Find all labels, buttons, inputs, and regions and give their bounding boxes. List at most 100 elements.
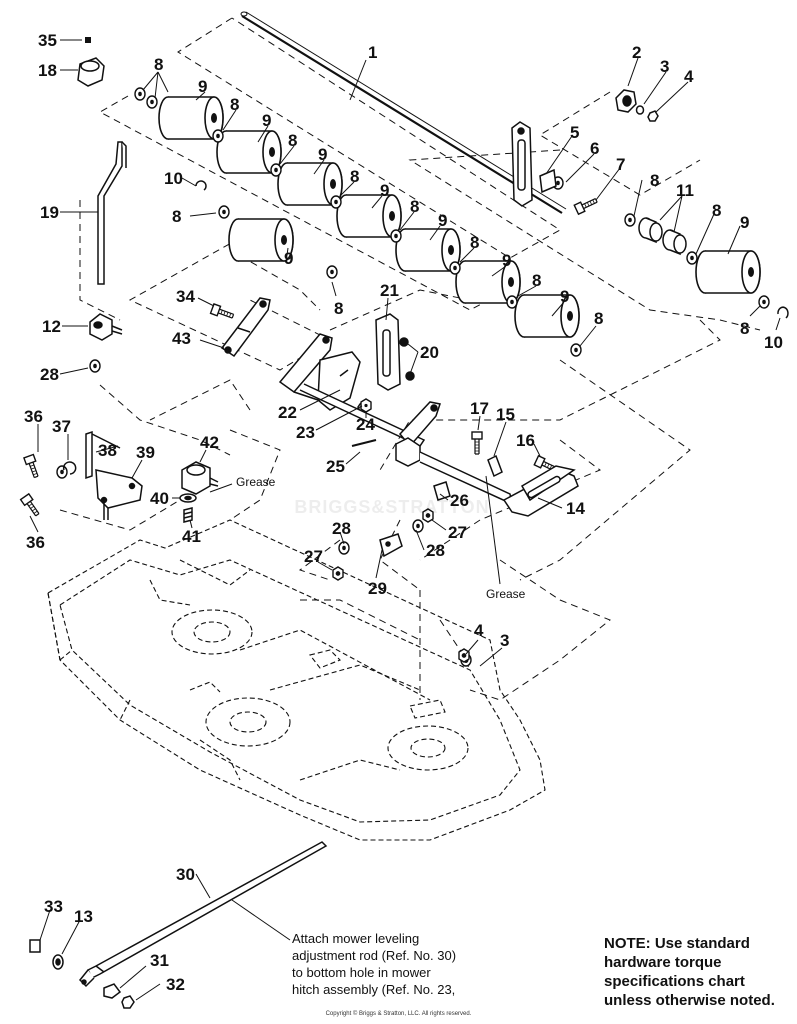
- callout-9: 9: [502, 251, 511, 270]
- callout-4: 4: [474, 621, 484, 640]
- assembly-guide-lines: [59, 17, 761, 701]
- attach-line-1: Attach mower leveling: [292, 931, 420, 946]
- grease-fitting-assembly: [179, 461, 219, 523]
- callout-19: 19: [40, 203, 59, 222]
- callout-35: 35: [38, 31, 57, 50]
- callout-9: 9: [380, 181, 389, 200]
- callout-27: 27: [448, 523, 467, 542]
- callout-28: 28: [426, 541, 445, 560]
- note-line-4: unless otherwise noted.: [604, 992, 775, 1009]
- attach-line-4: hitch assembly (Ref. No. 23,: [292, 982, 456, 997]
- callout-8: 8: [334, 299, 343, 318]
- callout-8: 8: [410, 197, 419, 216]
- callout-33: 33: [44, 897, 63, 916]
- callout-9: 9: [284, 249, 293, 268]
- callout-27: 27: [304, 547, 323, 566]
- callout-9: 9: [740, 213, 749, 232]
- callout-13: 13: [74, 907, 93, 926]
- grease-label-left: Grease: [236, 475, 276, 489]
- mower-deck: [47, 519, 546, 841]
- attach-instruction: Attach mower leveling adjustment rod (Re…: [292, 930, 502, 998]
- watermark: BRIGGS&STRATTON: [294, 497, 490, 517]
- bracket-hardware-27-29: [332, 508, 472, 667]
- callout-3: 3: [500, 631, 509, 650]
- callout-36: 36: [24, 407, 43, 426]
- callout-8: 8: [594, 309, 603, 328]
- callout-22: 22: [278, 403, 297, 422]
- callout-1: 1: [368, 43, 377, 62]
- callout-8: 8: [172, 207, 181, 226]
- leader-lines: [29, 39, 781, 1001]
- callout-12: 12: [42, 317, 61, 336]
- retaining-clips: [195, 180, 789, 319]
- grease-label-right: Grease: [486, 587, 526, 601]
- callout-23: 23: [296, 423, 315, 442]
- callout-15: 15: [496, 405, 515, 424]
- callout-8: 8: [470, 233, 479, 252]
- callout-29: 29: [368, 579, 387, 598]
- callout-14: 14: [566, 499, 585, 518]
- note-line-2: hardware torque: [604, 954, 722, 971]
- callout-28: 28: [332, 519, 351, 538]
- callout-40: 40: [150, 489, 169, 508]
- callout-9: 9: [262, 111, 271, 130]
- washers: [56, 87, 770, 555]
- callout-26: 26: [450, 491, 469, 510]
- callout-25: 25: [326, 457, 345, 476]
- callout-18: 18: [38, 61, 57, 80]
- callout-9: 9: [438, 211, 447, 230]
- callout-4: 4: [684, 67, 694, 86]
- hitch-assembly: [278, 333, 426, 447]
- height-adjust-rod: [77, 57, 127, 341]
- callout-34: 34: [176, 287, 195, 306]
- slotted-bracket-5: [511, 121, 557, 207]
- note-line-3: specifications chart: [604, 973, 745, 990]
- callout-21: 21: [380, 281, 399, 300]
- slotted-bracket-21: [375, 313, 415, 391]
- bolts: [19, 37, 600, 519]
- callout-43: 43: [172, 329, 191, 348]
- callout-36: 36: [26, 533, 45, 552]
- attach-line-3: to bottom hole in mower: [292, 965, 431, 980]
- callout-8: 8: [650, 171, 659, 190]
- callout-8: 8: [532, 271, 541, 290]
- pin-25: [351, 439, 377, 447]
- callout-9: 9: [560, 287, 569, 306]
- note-line-1: NOTE: Use standard: [604, 935, 750, 952]
- front-link-43: [220, 297, 271, 358]
- callout-30: 30: [176, 865, 195, 884]
- callout-6: 6: [590, 139, 599, 158]
- callout-31: 31: [150, 951, 169, 970]
- rollers: [158, 96, 761, 338]
- callout-9: 9: [198, 77, 207, 96]
- rear-lift-linkage: [395, 401, 579, 517]
- callout-8: 8: [154, 55, 163, 74]
- callout-2: 2: [632, 43, 641, 62]
- callout-38: 38: [98, 441, 117, 460]
- callout-37: 37: [52, 417, 71, 436]
- nut-hardware-top-right: [615, 89, 659, 122]
- callout-28: 28: [40, 365, 59, 384]
- callout-16: 16: [516, 431, 535, 450]
- callout-8: 8: [712, 201, 721, 220]
- leveling-rod-assembly: [29, 841, 328, 1009]
- callout-32: 32: [166, 975, 185, 994]
- callout-8: 8: [740, 319, 749, 338]
- callout-39: 39: [136, 443, 155, 462]
- callout-7: 7: [616, 155, 625, 174]
- callout-10: 10: [164, 169, 183, 188]
- spacers: [638, 217, 687, 256]
- callout-8: 8: [350, 167, 359, 186]
- attach-line-2: adjustment rod (Ref. No. 30): [292, 948, 457, 963]
- nut-24: [360, 398, 372, 413]
- callout-10: 10: [764, 333, 783, 352]
- callout-3: 3: [660, 57, 669, 76]
- callout-8: 8: [288, 131, 297, 150]
- callout-8: 8: [230, 95, 239, 114]
- callout-20: 20: [420, 343, 439, 362]
- copyright-footer: Copyright © Briggs & Stratton, LLC. All …: [325, 1011, 472, 1017]
- callout-17: 17: [470, 399, 489, 418]
- callout-5: 5: [570, 123, 579, 142]
- callout-41: 41: [182, 527, 201, 546]
